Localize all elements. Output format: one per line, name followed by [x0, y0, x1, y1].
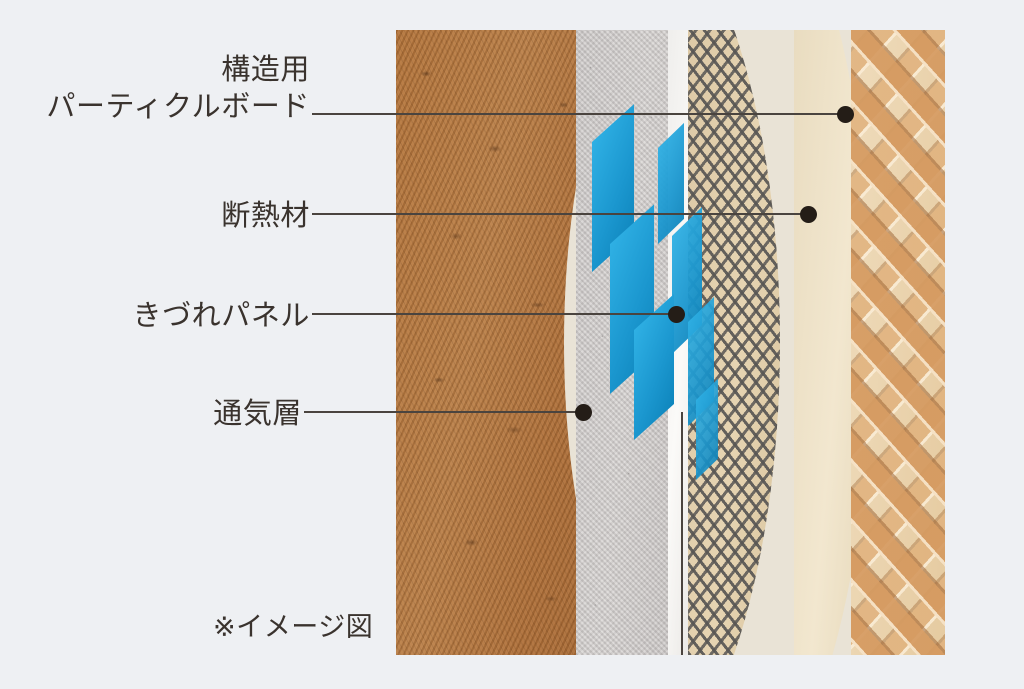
wall-section-illustration [396, 30, 945, 655]
callout-line-1: 構造用 [221, 54, 310, 86]
callout-line-1: 通気層 [213, 398, 302, 430]
callout-label-ventilation-layer: 通気層 [213, 396, 302, 433]
leader-dot-ventilation-layer [575, 404, 592, 421]
leader-line-kizure-panel [312, 313, 676, 315]
leader-dot-structural-particle-board [837, 106, 854, 123]
callout-line-1: きづれパネル [132, 300, 310, 332]
leader-line-structural-particle-board [312, 113, 845, 115]
leader-descender-ventilation-layer [681, 412, 683, 655]
callout-label-insulation: 断熱材 [221, 198, 310, 235]
callout-line-1: 断熱材 [221, 200, 310, 232]
leader-dot-insulation [800, 206, 817, 223]
callout-label-structural-particle-board: 構造用 パーティクルボード [46, 52, 310, 126]
leader-line-insulation [312, 213, 808, 215]
layer-kizure-lattice-panel [851, 30, 945, 655]
callout-line-2: パーティクルボード [46, 91, 310, 124]
leader-line-ventilation-layer [304, 411, 583, 413]
leader-dot-kizure-panel [668, 306, 685, 323]
callout-label-kizure-panel: きづれパネル [133, 298, 310, 335]
image-disclaimer-note: ※イメージ図 [213, 612, 374, 642]
